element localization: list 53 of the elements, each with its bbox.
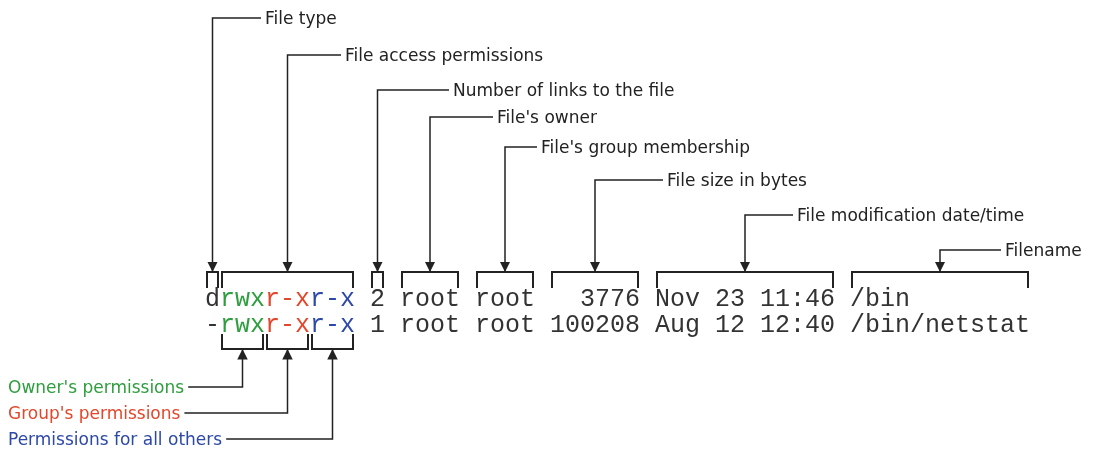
callout-text: Permissions for all others: [8, 429, 223, 449]
bracket: [551, 271, 639, 289]
terminal-text: root: [475, 313, 535, 338]
leader-line: [187, 348, 248, 388]
terminal-text: /bin/netstat: [850, 313, 1031, 338]
terminal-text: root: [400, 287, 460, 312]
terminal-text: root: [400, 313, 460, 338]
leader-line: [589, 179, 664, 273]
leader-line: [207, 17, 262, 273]
leader-line: [739, 214, 794, 273]
callout-text: Group's permissions: [8, 403, 181, 423]
callout-text: File access permissions: [345, 45, 544, 65]
terminal-text: rwx: [220, 313, 265, 338]
terminal-text: rwx: [220, 287, 265, 312]
terminal-text: /bin: [850, 287, 910, 312]
terminal-text: 1: [370, 313, 385, 338]
leader-line: [934, 249, 1002, 273]
callout-text: File's group membership: [541, 137, 751, 157]
bracket: [221, 333, 264, 350]
terminal-text: Nov 23 11:46: [655, 287, 836, 312]
terminal-text: Aug 12 12:40: [655, 313, 836, 338]
terminal-text: root: [475, 287, 535, 312]
bracket: [266, 333, 309, 350]
callout-text: File size in bytes: [667, 170, 807, 190]
terminal-text: r-x: [265, 287, 310, 312]
terminal-text: 3776: [580, 287, 640, 312]
leader-line: [183, 348, 293, 414]
callout-text: File modification date/time: [797, 205, 1025, 225]
terminal-text: r-x: [265, 313, 310, 338]
callout-text: Number of links to the file: [453, 80, 675, 100]
leader-line: [499, 146, 538, 273]
leader-line: [372, 89, 450, 273]
bracket: [371, 271, 384, 289]
callout-text: Owner's permissions: [8, 377, 185, 397]
leader-line: [225, 348, 338, 440]
callout-text: File type: [265, 8, 337, 28]
leader-line: [424, 116, 494, 273]
bracket: [206, 271, 219, 289]
bracket: [311, 333, 354, 350]
bracket: [401, 271, 459, 289]
callout-text: Filename: [1005, 240, 1082, 260]
terminal-text: 100208: [550, 313, 640, 338]
terminal-text: d: [205, 287, 220, 312]
terminal-text: r-x: [310, 313, 355, 338]
bracket: [476, 271, 534, 289]
terminal-text: 2: [370, 287, 385, 312]
terminal-text: r-x: [310, 287, 355, 312]
bracket: [656, 271, 834, 289]
bracket: [221, 271, 354, 289]
bracket: [851, 271, 1029, 289]
terminal-text: -: [205, 313, 220, 338]
callout-text: File's owner: [497, 107, 597, 127]
leader-line: [282, 54, 342, 273]
